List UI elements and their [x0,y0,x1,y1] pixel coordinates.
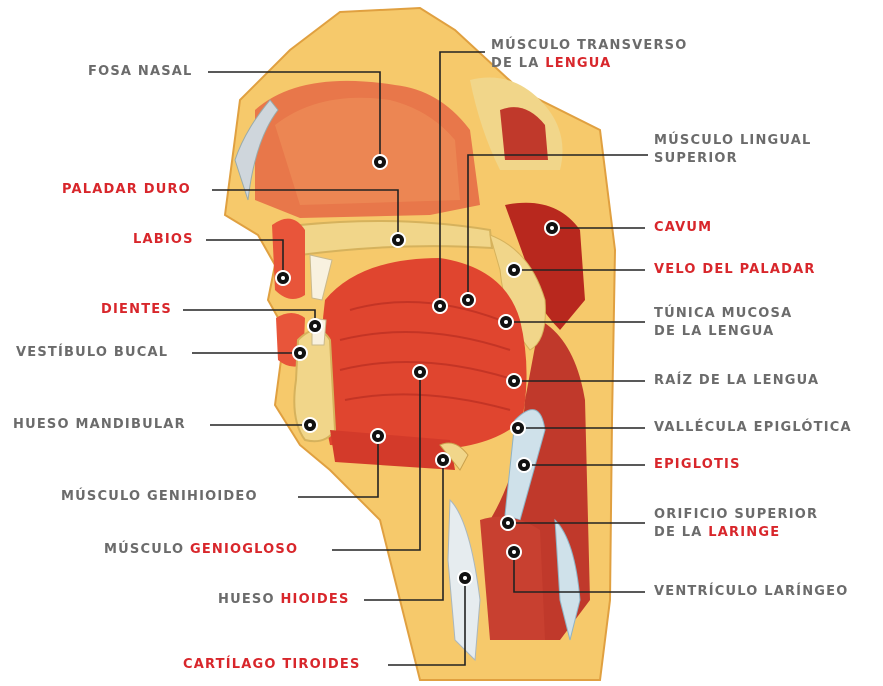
label-paladar-duro: PALADAR DURO [62,182,191,198]
label-cartilago-tiroides: CARTÍLAGO TIROIDES [183,657,361,673]
larynx [480,517,545,640]
label-musculo-genihioideo: MÚSCULO GENIHIOIDEO [61,489,258,505]
label-cavum: CAVUM [654,220,712,236]
label-dientes: DIENTES [101,302,172,318]
label-musculo-transverso-2a: DE LA [491,56,545,71]
label-vestibulo-bucal: VESTÍBULO BUCAL [16,345,168,361]
label-tunica-mucosa-1: TÚNICA MUCOSA [654,306,792,322]
label-epiglotis: EPIGLOTIS [654,457,741,473]
upper-lip [272,219,305,299]
label-orificio-1: ORIFICIO SUPERIOR [654,507,818,523]
label-labios: LABIOS [133,232,194,248]
label-orificio-2b: LARINGE [708,525,780,540]
label-musculo-transverso-1: MÚSCULO TRANSVERSO [491,38,688,54]
label-raiz-lengua: RAÍZ DE LA LENGUA [654,373,819,389]
label-hueso-hioides: HUESO HIOIDES [218,592,350,608]
label-vallecula-epiglotica: VALLÉCULA EPIGLÓTICA [654,420,852,436]
label-hueso-mandibular: HUESO MANDIBULAR [13,417,186,433]
label-velo-del-paladar: VELO DEL PALADAR [654,262,816,278]
label-hueso-hioides-b: HIOIDES [280,592,349,607]
label-musculo-transverso-2: DE LA LENGUA [491,56,611,72]
label-musculo-lingual-1: MÚSCULO LINGUAL [654,133,812,149]
label-ventriculo-laringeo: VENTRÍCULO LARÍNGEO [654,584,849,600]
label-orificio-2: DE LA LARINGE [654,525,780,541]
label-musculo-geniogloso-b: GENIOGLOSO [190,542,298,557]
label-musculo-geniogloso: MÚSCULO GENIOGLOSO [104,542,298,558]
tongue [321,258,527,450]
label-tunica-mucosa-2: DE LA LENGUA [654,324,774,340]
label-musculo-transverso-2b: LENGUA [545,56,611,71]
label-hueso-hioides-a: HUESO [218,592,280,607]
label-fosa-nasal: FOSA NASAL [88,64,193,80]
label-musculo-lingual-2: SUPERIOR [654,151,738,167]
label-orificio-2a: DE LA [654,525,708,540]
label-musculo-geniogloso-a: MÚSCULO [104,542,190,557]
